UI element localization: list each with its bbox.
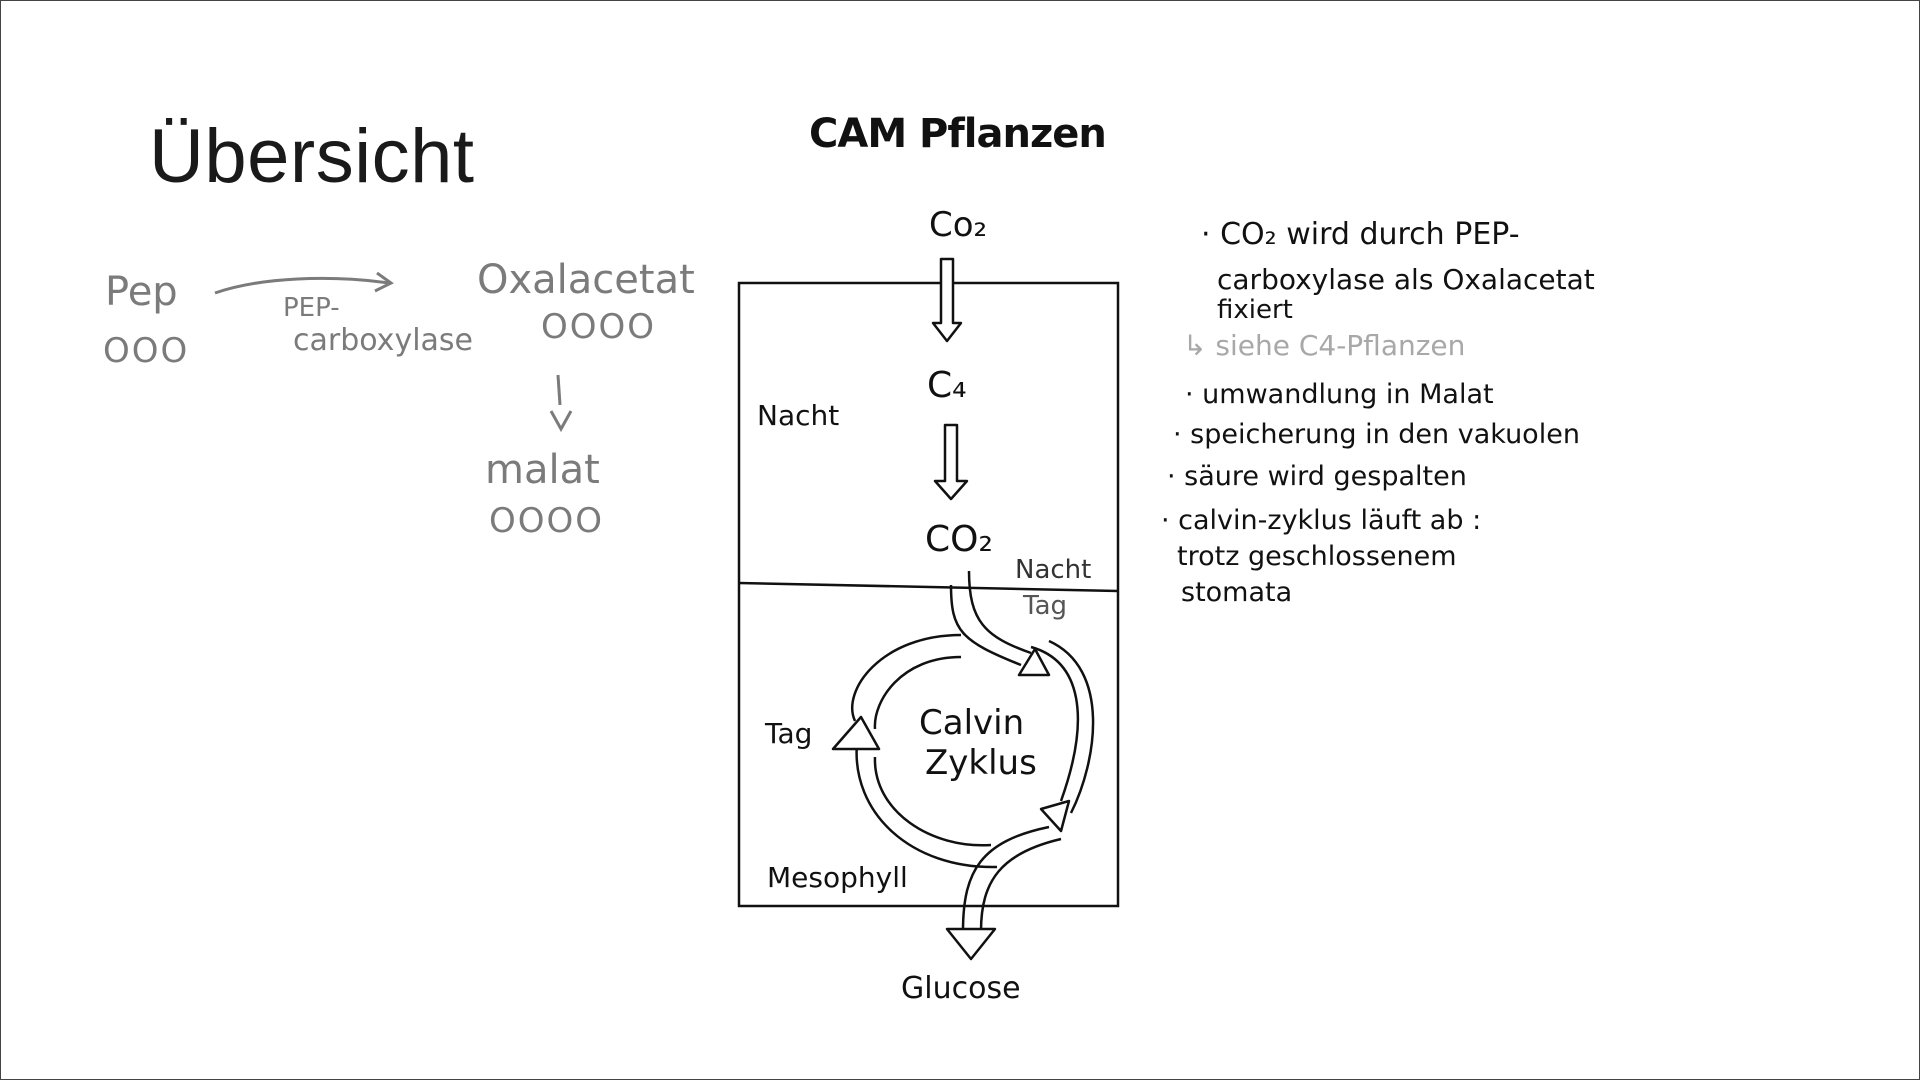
malat-carbon-circles: OOOO [489,501,605,541]
malat-label: malat [485,447,600,493]
night-label: Nacht [757,399,840,432]
co2-into-cycle-arrow [949,570,1051,677]
slide-title: Übersicht [149,114,475,199]
night-day-divider [738,581,1119,593]
mesophyll-label: Mesophyll [767,861,908,894]
oxalacetat-to-malat-arrow [556,374,562,406]
calvin-cycle-label-line2: Zyklus [925,743,1037,783]
note-fixation-line1: · CO₂ wird durch PEP- [1201,217,1520,252]
c4-label: C₄ [927,365,967,406]
co2-to-c4-arrow [931,257,963,343]
note-item-3: · säure wird gespalten [1167,461,1467,492]
boundary-day-label: Tag [1023,591,1068,621]
cam-heading: CAM Pflanzen [809,111,1107,157]
note-item-5: trotz geschlossenem [1177,541,1457,572]
glucose-out-arrow [945,825,1062,961]
mesophyll-box [737,281,1120,908]
malat-arrowhead [549,410,573,433]
calvin-left-arrowhead [831,715,881,751]
calvin-cycle-ring [831,633,1095,869]
boundary-night-label: Nacht [1015,555,1092,585]
pep-arrowhead [374,271,394,293]
note-item-4: · calvin-zyklus läuft ab : [1161,505,1482,536]
pep-to-oxalacetat-arrow [214,276,390,295]
enzyme-label-line1: PEP- [283,293,340,323]
day-label: Tag [765,717,813,750]
glucose-label: Glucose [901,971,1021,1006]
pep-carbon-circles: OOO [103,331,190,371]
note-item-2: · speicherung in den vakuolen [1173,419,1580,450]
oxalacetat-label: Oxalacetat [477,257,695,303]
enzyme-label-line2: carboxylase [293,323,473,358]
calvin-right-arrowhead [1039,799,1071,833]
note-fixation-line2: carboxylase als Oxalacetat [1217,263,1595,296]
note-item-6: stomata [1181,577,1293,608]
note-see-also: ↳ siehe C4-Pflanzen [1183,329,1466,362]
note-item-1: · umwandlung in Malat [1185,379,1494,410]
pep-label: Pep [105,269,178,315]
co2-top-label: Co₂ [929,205,988,245]
note-fixation-line3: fixiert [1217,295,1293,325]
co2-mid-label: CO₂ [925,519,993,560]
c4-to-co2-arrow [933,423,969,501]
calvin-cycle-label-line1: Calvin [919,703,1025,743]
oxalacetat-carbon-circles: OOOO [541,307,657,347]
